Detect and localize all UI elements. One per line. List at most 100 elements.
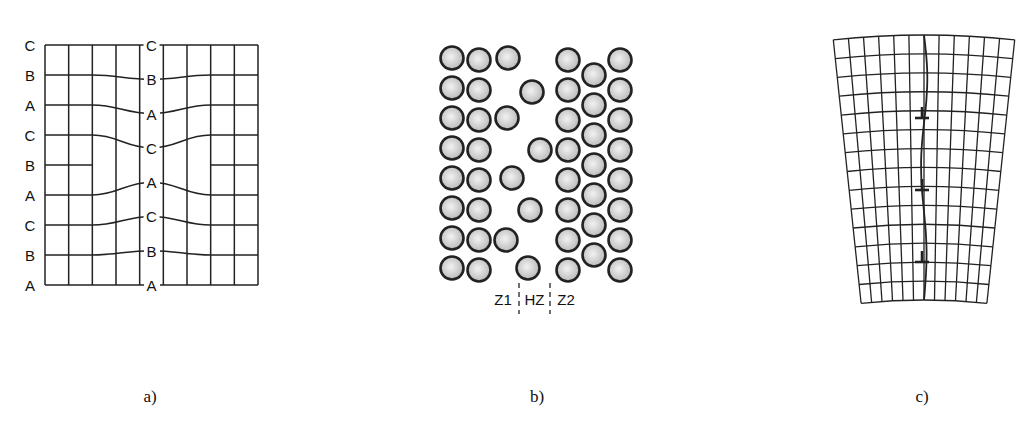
atom-circle: [529, 139, 552, 162]
atom-circle: [441, 47, 464, 70]
arc-line: [841, 111, 1006, 115]
partial-plane-line: [211, 164, 258, 166]
mid-letter: C: [143, 36, 160, 55]
arc-line: [845, 149, 1003, 153]
atom-circle: [583, 124, 606, 147]
atom-circle: [609, 139, 632, 162]
atom-circle: [441, 77, 464, 100]
atom-circle: [441, 167, 464, 190]
side-letter: B: [25, 248, 35, 263]
atom-circle: [468, 79, 491, 102]
atom-circle: [583, 64, 606, 87]
mid-letter: B: [143, 241, 159, 260]
zone-label: Z1: [494, 292, 512, 307]
atom-circle: [468, 259, 491, 282]
zone-divider: [518, 283, 519, 314]
grid-column-line: [139, 45, 141, 285]
side-letter: C: [25, 128, 36, 143]
mid-letter: B: [143, 70, 159, 89]
atom-circle: [468, 139, 491, 162]
atom-circle: [521, 81, 544, 104]
mid-letter: A: [143, 173, 159, 192]
grid-column-line: [115, 45, 117, 285]
atom-circle: [609, 79, 632, 102]
atom-circle: [557, 139, 580, 162]
atom-circle: [557, 169, 580, 192]
atom-circle: [609, 199, 632, 222]
zone-label: HZ: [525, 292, 545, 307]
atom-circle: [441, 197, 464, 220]
side-letter: B: [25, 158, 35, 173]
side-letter: A: [25, 188, 35, 203]
grain-boundary-atoms: [441, 47, 632, 282]
atom-circle: [609, 229, 632, 252]
arc-line: [835, 54, 1012, 59]
atom-circle: [557, 259, 580, 282]
atom-circle: [557, 109, 580, 132]
mid-letter: C: [143, 207, 160, 226]
atom-circle: [583, 214, 606, 237]
atom-circle: [557, 199, 580, 222]
arc-line: [839, 92, 1008, 96]
arc-line: [861, 300, 987, 303]
atom-circle: [609, 109, 632, 132]
atom-circle: [468, 109, 491, 132]
side-letter: B: [25, 68, 35, 83]
arc-line: [847, 167, 1001, 171]
dislocation-symbol: [921, 107, 924, 118]
zone-dividers: [519, 283, 550, 314]
atom-circle: [468, 199, 491, 222]
arc-line: [857, 262, 991, 266]
side-letter: A: [25, 98, 35, 113]
arc-line: [855, 243, 993, 247]
atom-circle: [583, 244, 606, 267]
atom-circle: [583, 94, 606, 117]
atom-circle: [468, 229, 491, 252]
panel-caption: c): [915, 388, 928, 405]
atom-circle: [609, 49, 632, 72]
atom-circle: [609, 169, 632, 192]
arc-line: [859, 281, 989, 284]
atom-circle: [468, 49, 491, 72]
side-letter: C: [25, 218, 36, 233]
grid-column-line: [163, 45, 165, 285]
atom-circle: [583, 154, 606, 177]
side-letter: A: [25, 278, 35, 293]
atom-circle: [497, 47, 520, 70]
atom-circle: [583, 184, 606, 207]
dislocation-symbol: [921, 251, 924, 262]
radial-line: [987, 40, 1015, 304]
arc-line: [837, 73, 1010, 78]
stacking-fault-grid: [45, 45, 258, 285]
dislocation-symbol: [921, 179, 924, 190]
zone-label: Z2: [557, 292, 575, 307]
atom-circle: [496, 107, 519, 130]
low-angle-boundary-grid: [833, 35, 1014, 303]
radial-line: [833, 40, 861, 304]
atom-circle: [557, 49, 580, 72]
atom-circle: [441, 257, 464, 280]
atom-circle: [441, 137, 464, 160]
partial-plane-line: [45, 164, 92, 166]
mid-letter: A: [143, 104, 159, 123]
atom-circle: [441, 227, 464, 250]
atom-circle: [557, 79, 580, 102]
arc-line: [849, 186, 999, 190]
mid-letter: A: [143, 276, 159, 295]
panel-caption: b): [530, 388, 544, 405]
atom-circle: [519, 199, 542, 222]
atom-circle: [501, 167, 524, 190]
atom-circle: [609, 259, 632, 282]
zone-divider: [549, 283, 550, 314]
grid-column-line: [186, 45, 188, 285]
boundary-line: [921, 35, 927, 300]
atom-circle: [517, 257, 540, 280]
atom-circle: [441, 107, 464, 130]
arc-line: [853, 224, 995, 228]
mid-letter: C: [143, 138, 160, 157]
atom-circle: [468, 169, 491, 192]
atom-circle: [495, 229, 518, 252]
atom-circle: [557, 229, 580, 252]
side-letter: C: [25, 38, 36, 53]
panel-caption: a): [143, 388, 156, 405]
